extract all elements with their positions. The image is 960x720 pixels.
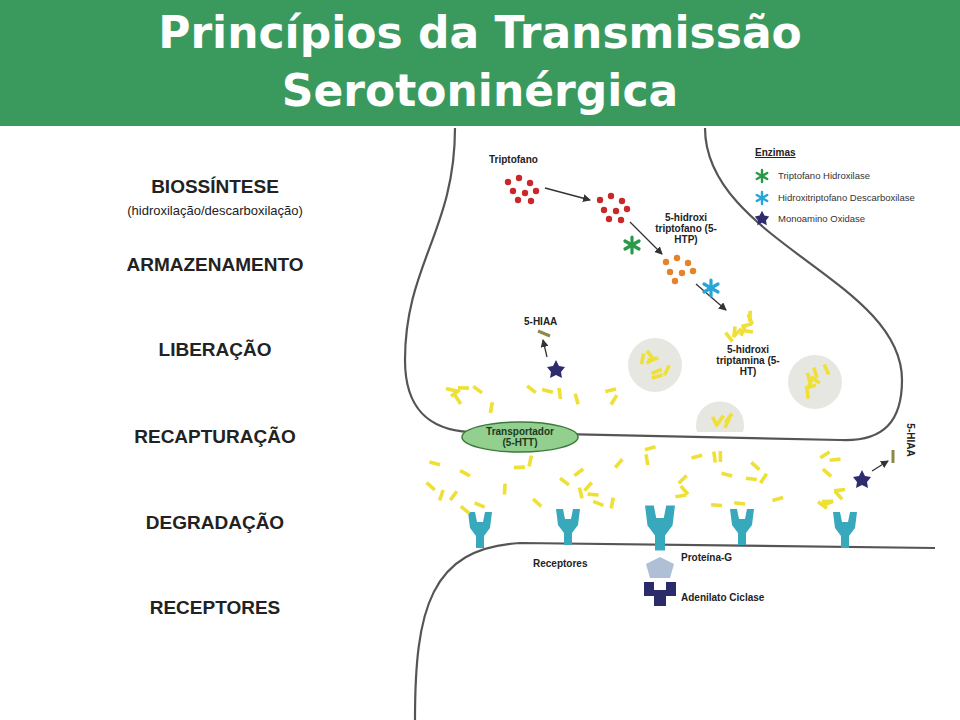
- legend-heading: Enzimas: [755, 147, 796, 158]
- molecule-label: Triptofano: [489, 154, 538, 165]
- serotonin-rod: [679, 476, 687, 484]
- serotonin-rod: [748, 311, 752, 322]
- stage-heading: ARMAZENAMENTO: [127, 255, 304, 275]
- serotonin-rod: [560, 478, 569, 485]
- serotonin-rod: [725, 414, 732, 423]
- legend-entry: Monoamino Oxidase: [778, 213, 865, 224]
- serotonin-rod: [717, 416, 723, 425]
- serotonin-rod: [742, 330, 753, 332]
- serotonin-rod: [574, 469, 583, 476]
- serotonin-rod: [533, 499, 541, 506]
- serotonin-rod: [834, 490, 845, 491]
- serotonin-rod: [823, 469, 831, 476]
- serotonin-rod: [722, 473, 733, 476]
- serotonin-rod: [711, 503, 722, 507]
- serotonin-rod: [473, 386, 482, 393]
- serotonin-rod: [726, 333, 733, 342]
- serotonin-rod: [460, 471, 470, 476]
- serotonin-rod: [642, 353, 644, 364]
- serotonin-rod: [734, 503, 745, 504]
- serotonin-rod: [429, 462, 440, 465]
- serotonin-rod: [503, 484, 507, 495]
- serotonin-rod: [611, 498, 613, 509]
- serotonin-rod: [579, 488, 582, 499]
- serotonin-rod: [675, 495, 686, 497]
- serotonin-rod: [741, 324, 752, 327]
- serotonin-rod: [440, 490, 444, 501]
- serotonin-rod: [714, 452, 716, 463]
- serotonin-rod: [645, 447, 656, 450]
- serotonin-rod: [652, 375, 663, 378]
- serotonin-rod: [605, 389, 616, 392]
- serotonin-rod: [611, 395, 617, 404]
- serotonin-rod: [450, 491, 457, 500]
- stage-subtitle: (hidroxilação/descarboxilação): [127, 204, 303, 218]
- serotonin-rod: [475, 503, 485, 507]
- molecule-label: 5-hidroxi triptamina (5-HT): [716, 344, 780, 377]
- serotonin-rod: [718, 451, 722, 462]
- serotonin-rod: [559, 388, 561, 399]
- serotonin-rod: [681, 486, 688, 494]
- metabolite-label: 5-HIAA: [524, 316, 557, 327]
- part-label: Receptores: [533, 558, 587, 569]
- serotonin-rod: [751, 462, 759, 469]
- serotonin-rod: [652, 369, 662, 373]
- serotonin-rod: [692, 455, 703, 458]
- serotonin-rod: [818, 502, 827, 509]
- serotonin-rod: [529, 456, 531, 467]
- serotonin-rod: [824, 365, 829, 375]
- serotonin-rod: [575, 394, 578, 405]
- serotonin-rod: [615, 459, 622, 467]
- molecule-label: 5-hidroxi triptofano (5-HTP): [655, 212, 717, 245]
- transporter-label: Transportador (5-HTT): [481, 421, 559, 448]
- serotonin-rod: [593, 501, 603, 505]
- part-label: Proteína-G: [681, 552, 732, 563]
- serotonin-rod: [761, 474, 767, 483]
- serotonin-rod: [648, 358, 659, 360]
- serotonin-rod: [455, 395, 461, 404]
- serotonin-rod: [822, 499, 833, 503]
- serotonin-rod: [458, 386, 469, 390]
- title-text: Princípios da Transmissão Serotoninérgic…: [20, 4, 940, 120]
- serotonin-rod: [446, 388, 457, 391]
- stage-heading: RECAPTURAÇÃO: [134, 427, 296, 447]
- serotonin-rod: [527, 386, 536, 393]
- stage-heading: LIBERAÇÃO: [159, 340, 272, 360]
- transporter-ellipse: Transportador (5-HTT): [461, 421, 579, 453]
- serotonin-rod: [427, 483, 435, 490]
- stage-heading: DEGRADAÇÃO: [146, 513, 284, 533]
- serotonin-rod: [461, 506, 470, 513]
- part-label: Adenilato Ciclase: [681, 592, 764, 603]
- serotonin-rod: [746, 478, 757, 479]
- stage-heading: RECEPTORES: [150, 598, 281, 618]
- serotonin-rod: [588, 492, 599, 496]
- metabolite-label: 5-HIAA: [905, 423, 916, 456]
- serotonin-rod: [490, 402, 492, 413]
- serotonin-rod: [713, 417, 718, 427]
- legend-entry: Triptofano Hidroxilase: [778, 170, 870, 181]
- serotonin-rod: [584, 483, 591, 491]
- serotonin-rod: [514, 465, 525, 469]
- serotonin-rod: [664, 365, 669, 375]
- serotonin-rod: [830, 459, 841, 460]
- serotonin-rod: [814, 367, 817, 378]
- legend-entry: Hidroxitriptofano Descarboxilase: [778, 192, 915, 203]
- serotonin-rod: [820, 452, 829, 458]
- serotonin-rod: [646, 454, 648, 465]
- serotonin-rod: [542, 390, 553, 393]
- stage-heading: BIOSSÍNTESE: [151, 177, 279, 197]
- serotonin-rod: [807, 388, 809, 399]
- serotonin-rod: [808, 378, 812, 388]
- serotonin-rod: [773, 498, 784, 501]
